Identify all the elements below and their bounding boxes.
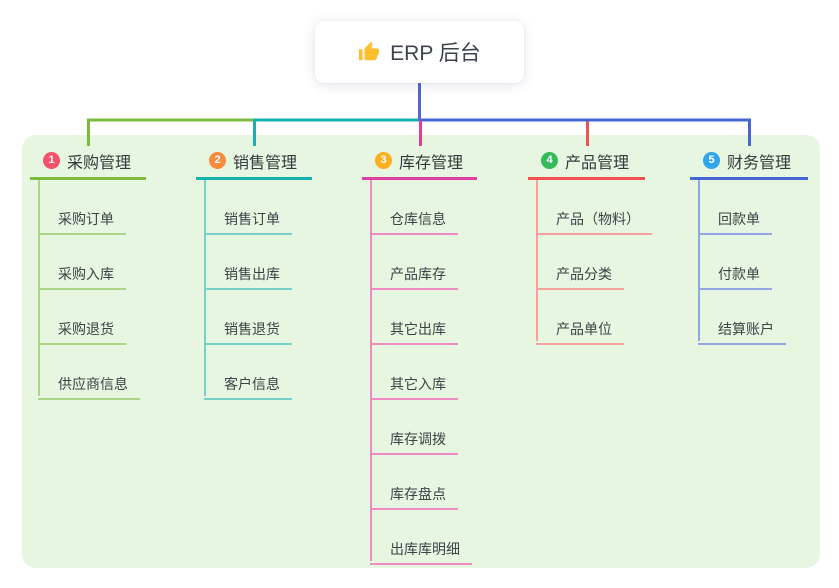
leaf-node[interactable]: 产品库存 — [370, 256, 458, 290]
branch-node-5[interactable]: 5 财务管理 — [690, 144, 808, 180]
branch-title-label: 采购管理 — [67, 154, 132, 172]
branch-vertical-line — [698, 180, 700, 341]
leaf-node[interactable]: 付款单 — [698, 256, 772, 290]
branch-number-badge: 4 — [541, 152, 558, 169]
leaf-node[interactable]: 其它出库 — [370, 311, 458, 345]
branch-number-badge: 2 — [209, 152, 226, 169]
branches-group-background — [22, 135, 820, 568]
root-node[interactable]: ERP 后台 — [315, 21, 524, 83]
leaf-node[interactable]: 库存盘点 — [370, 476, 458, 510]
branch-node-4[interactable]: 4 产品管理 — [528, 144, 645, 180]
branch-title-label: 销售管理 — [233, 154, 298, 172]
branch-title-label: 库存管理 — [399, 154, 464, 172]
leaf-node[interactable]: 采购入库 — [38, 256, 126, 290]
thumbs-up-icon — [359, 41, 380, 61]
branch-node-3[interactable]: 3 库存管理 — [362, 144, 477, 180]
leaf-node[interactable]: 产品单位 — [536, 311, 624, 345]
leaf-node[interactable]: 结算账户 — [698, 311, 786, 345]
leaf-node[interactable]: 库存调拨 — [370, 421, 458, 455]
branch-vertical-line — [536, 180, 538, 341]
leaf-node[interactable]: 出库库明细 — [370, 531, 472, 565]
branch-node-2[interactable]: 2 销售管理 — [196, 144, 312, 180]
leaf-node[interactable]: 销售退货 — [204, 311, 292, 345]
branch-title-label: 财务管理 — [727, 154, 792, 172]
branch-number-badge: 5 — [703, 152, 720, 169]
branch-node-1[interactable]: 1 采购管理 — [30, 144, 146, 180]
branch-number-badge: 3 — [375, 152, 392, 169]
leaf-node[interactable]: 其它入库 — [370, 366, 458, 400]
leaf-node[interactable]: 采购订单 — [38, 201, 126, 235]
leaf-node[interactable]: 产品分类 — [536, 256, 624, 290]
branch-title-label: 产品管理 — [565, 154, 630, 172]
leaf-node[interactable]: 销售订单 — [204, 201, 292, 235]
branch-number-badge: 1 — [43, 152, 60, 169]
leaf-node[interactable]: 供应商信息 — [38, 366, 140, 400]
leaf-node[interactable]: 回款单 — [698, 201, 772, 235]
leaf-node[interactable]: 采购退货 — [38, 311, 126, 345]
leaf-node[interactable]: 产品（物料） — [536, 201, 652, 235]
leaf-node[interactable]: 仓库信息 — [370, 201, 458, 235]
root-title: ERP 后台 — [390, 42, 481, 65]
leaf-node[interactable]: 客户信息 — [204, 366, 292, 400]
branch-vertical-line — [370, 180, 372, 561]
leaf-node[interactable]: 销售出库 — [204, 256, 292, 290]
